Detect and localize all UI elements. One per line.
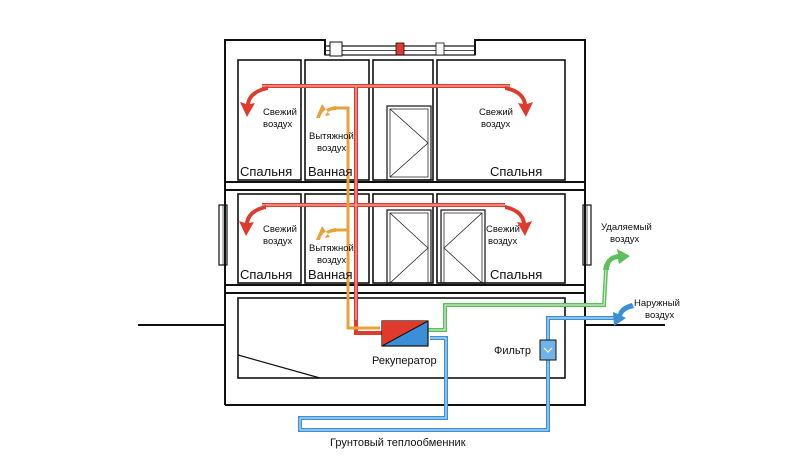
- filter: [539, 339, 557, 361]
- outdoor-air-duct: [298, 316, 615, 432]
- room-label-bathroom: Ванная: [308, 267, 353, 282]
- room-label-bedroom: Спальня: [240, 164, 292, 179]
- fresh-air-label: воздух: [263, 119, 293, 130]
- room-label-bedroom: Спальня: [240, 267, 292, 282]
- fresh-air-label: воздух: [481, 119, 511, 130]
- recuperator-label: Рекуператор: [372, 355, 437, 367]
- fresh-air-label: Свежий: [263, 107, 297, 118]
- outdoor-air-label: воздух: [645, 310, 675, 321]
- doors: [386, 105, 486, 284]
- removed-air-duct: [428, 269, 608, 332]
- outdoor-air-arrow-icon: [613, 303, 634, 326]
- exhaust-air-label: воздух: [317, 143, 347, 154]
- filter-label: Фильтр: [494, 345, 531, 357]
- fresh-air-label: Свежий: [263, 224, 297, 235]
- room-outlines: [237, 59, 566, 379]
- fresh-air-label: воздух: [488, 236, 518, 247]
- exhaust-air-label: Вытяжной: [309, 131, 354, 142]
- exhaust-air-duct: [336, 106, 380, 330]
- exhaust-air-label: воздух: [317, 255, 347, 266]
- ground-exchanger-label: Грунтовый теплообменник: [330, 437, 466, 449]
- removed-air-arrow-icon: [603, 249, 630, 270]
- side-windows: [218, 204, 592, 266]
- room-label-bathroom: Ванная: [308, 164, 353, 179]
- fresh-air-label: Свежий: [479, 107, 513, 118]
- fresh-air-label: воздух: [263, 236, 293, 247]
- outdoor-air-label: Наружный: [634, 298, 680, 309]
- fresh-air-arrow-icon: [239, 86, 533, 236]
- fresh-air-duct: [262, 41, 510, 335]
- room-label-bedroom: Спальня: [490, 164, 542, 179]
- exhaust-air-label: Вытяжной: [309, 243, 354, 254]
- removed-air-label: Удаляемый: [601, 222, 652, 233]
- recuperator: [381, 320, 429, 347]
- exhaust-air-arrow-icon: [316, 104, 336, 240]
- room-label-bedroom: Спальня: [490, 267, 542, 282]
- removed-air-label: воздух: [610, 234, 640, 245]
- fresh-air-label: Свежий: [486, 224, 520, 235]
